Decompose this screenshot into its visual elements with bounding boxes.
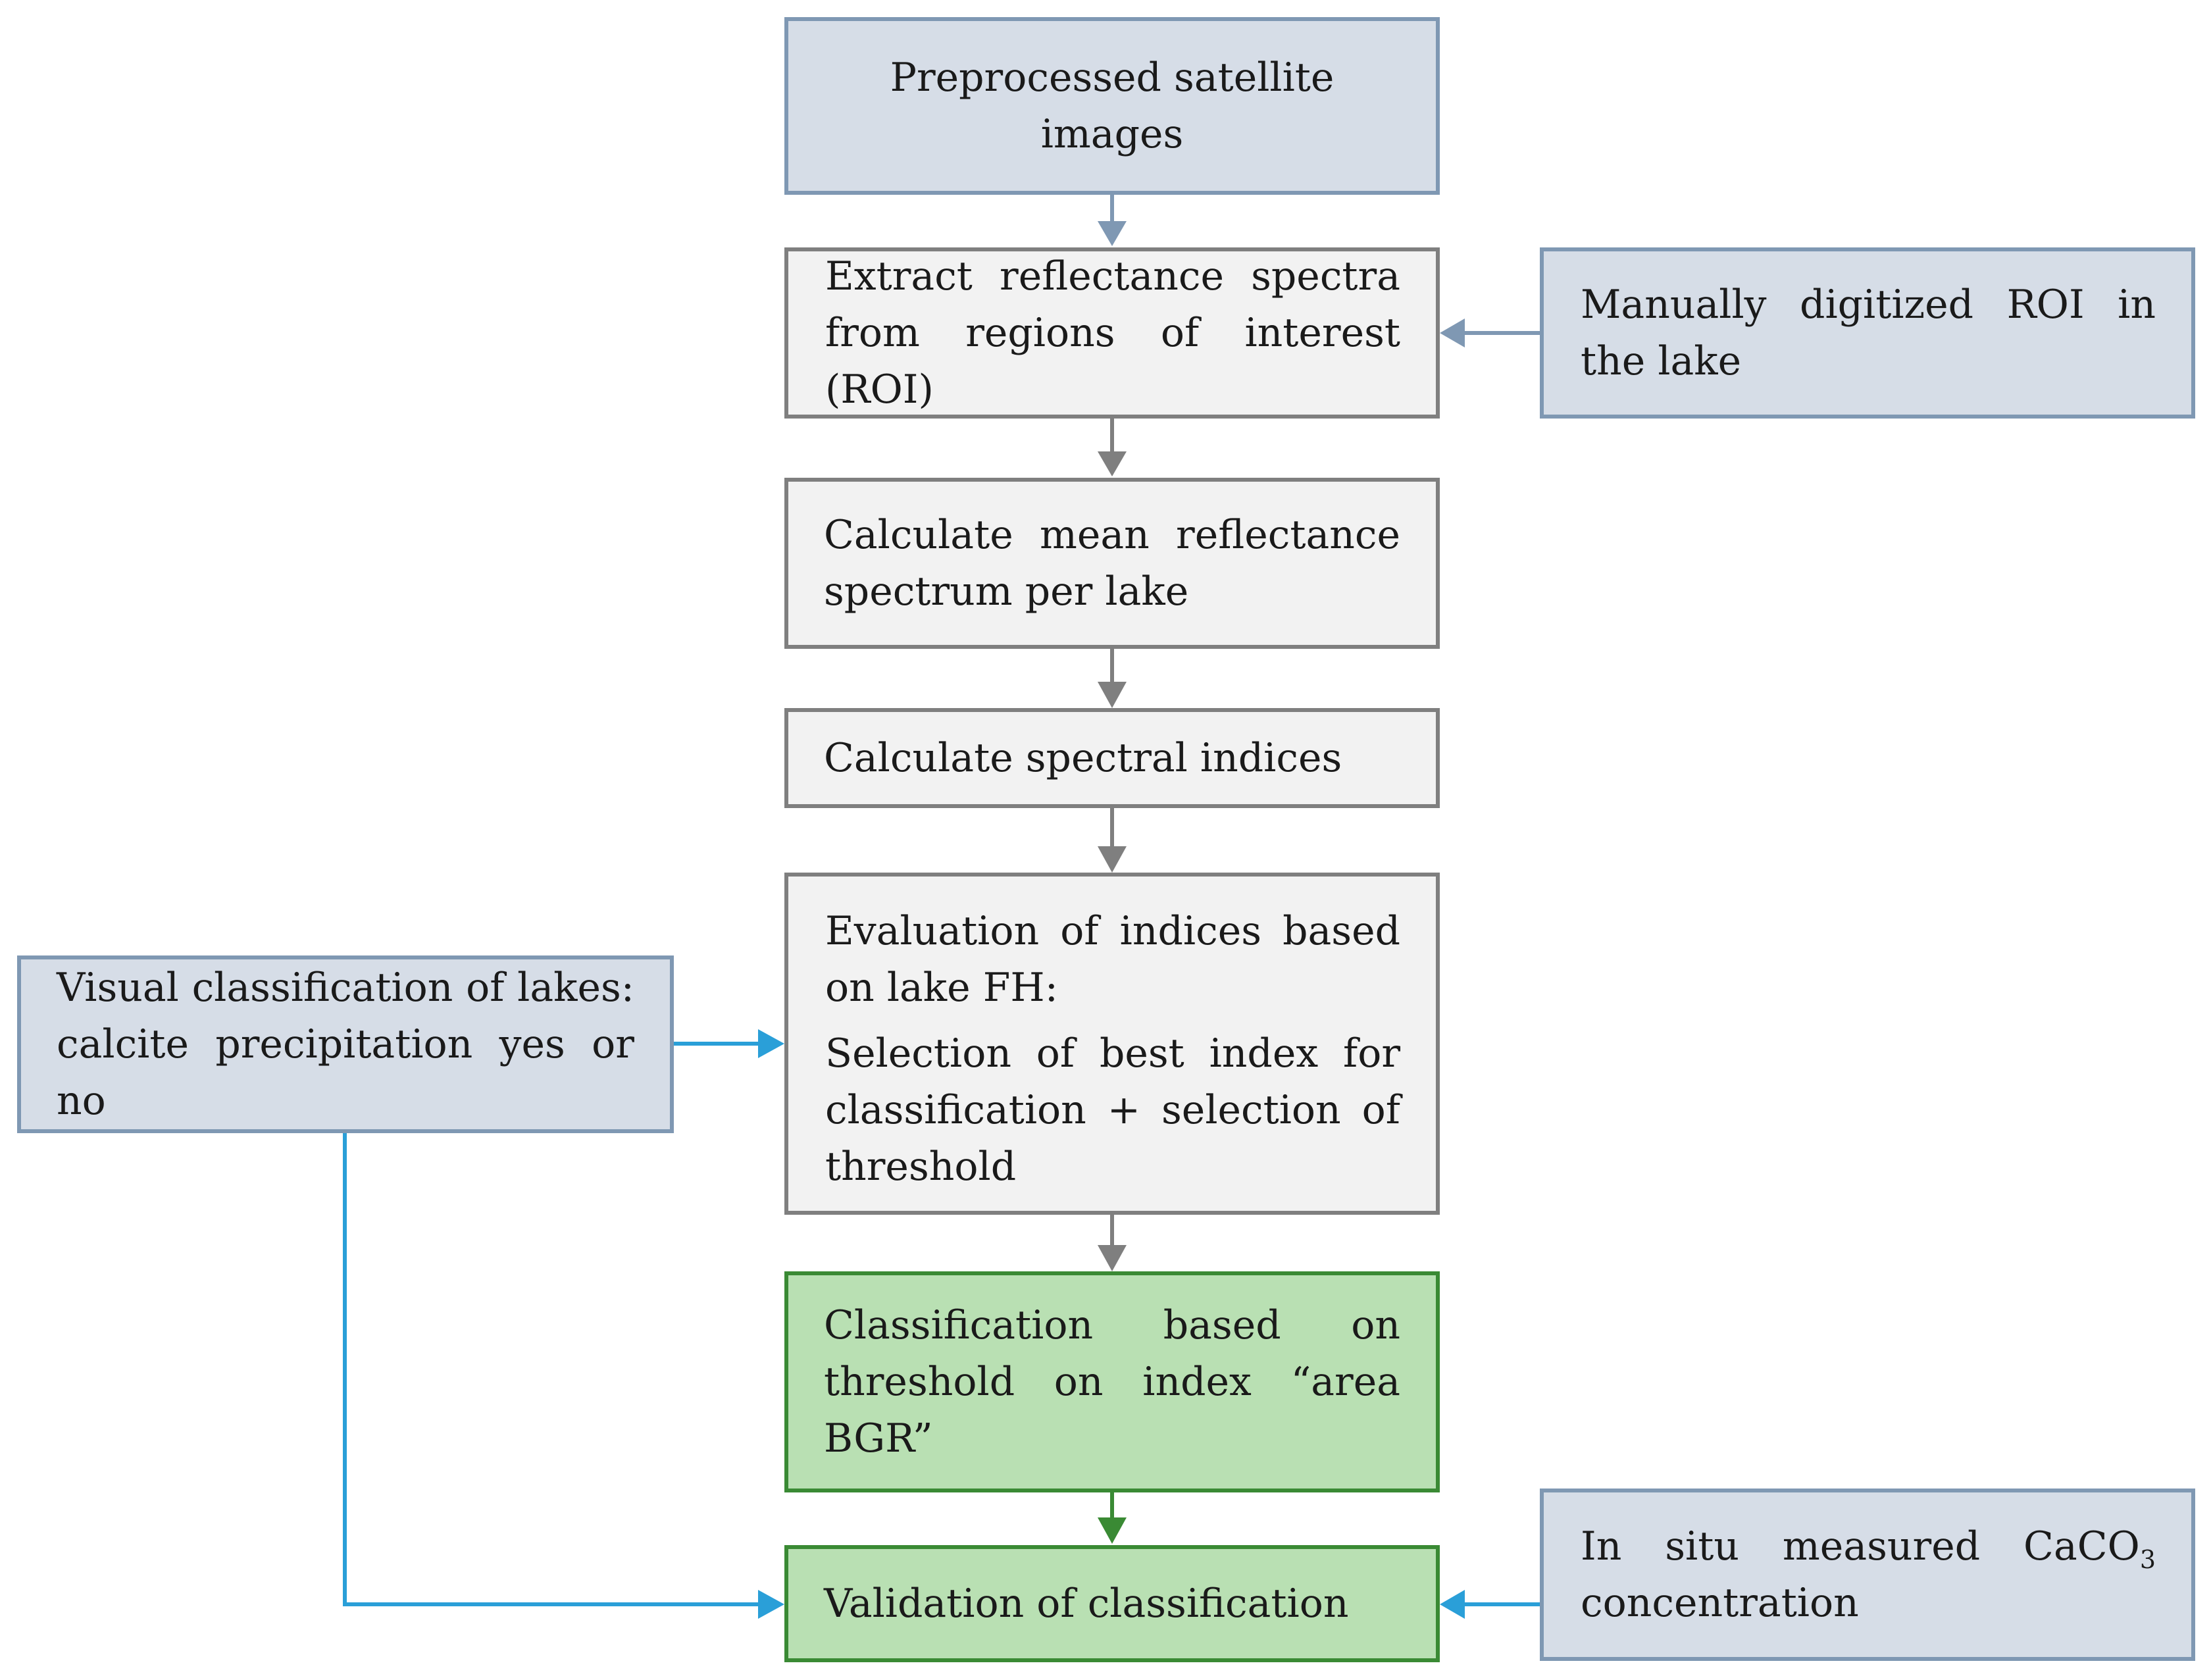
node-extract-spectra-label: Extract reflectance spectra from regions… — [825, 253, 1400, 413]
node-validation-label: Validation of classification — [824, 1581, 1349, 1627]
node-in-situ-prefix: In situ measured CaCO — [1581, 1523, 2140, 1569]
node-evaluation-line1: Evaluation of indices based on lake FH: — [825, 908, 1400, 1011]
arrow-insitu-to-validation — [1440, 1590, 1540, 1619]
node-visual-classification-label: Visual classification of lakes: calcite … — [57, 965, 634, 1124]
node-in-situ: In situ measured CaCO3 concentration — [1540, 1489, 2195, 1661]
node-preprocessed-images-label: Preprocessed satellite images — [890, 55, 1334, 157]
node-mean-spectrum-label: Calculate mean reflectance spectrum per … — [824, 512, 1400, 615]
arrow-extract-to-mean — [1098, 419, 1127, 476]
node-preprocessed-images: Preprocessed satellite images — [784, 17, 1440, 195]
node-in-situ-suffix: concentration — [1581, 1580, 1859, 1626]
node-validation: Validation of classification — [784, 1545, 1440, 1662]
node-spectral-indices: Calculate spectral indices — [784, 708, 1440, 808]
node-extract-spectra: Extract reflectance spectra from regions… — [784, 247, 1440, 419]
arrow-visual-to-evaluation — [674, 1029, 784, 1058]
arrow-evaluation-to-classification — [1098, 1215, 1127, 1271]
node-in-situ-label: In situ measured CaCO3 concentration — [1581, 1518, 2156, 1631]
arrow-classification-to-validation — [1098, 1492, 1127, 1544]
node-mean-spectrum: Calculate mean reflectance spectrum per … — [784, 478, 1440, 649]
node-spectral-indices-label: Calculate spectral indices — [824, 735, 1342, 781]
node-classification: Classification based on threshold on ind… — [784, 1271, 1440, 1492]
arrow-preprocessed-to-extract — [1098, 195, 1127, 246]
node-classification-label: Classification based on threshold on ind… — [824, 1302, 1400, 1462]
node-evaluation-line2: Selection of best index for classificati… — [825, 1031, 1400, 1190]
node-manual-roi: Manually digitized ROI in the lake — [1540, 247, 2195, 419]
node-visual-classification: Visual classification of lakes: calcite … — [17, 955, 674, 1133]
node-in-situ-subscript: 3 — [2139, 1545, 2156, 1574]
arrow-manual-roi-to-extract — [1440, 318, 1540, 347]
arrow-mean-to-indices — [1098, 649, 1127, 708]
node-manual-roi-label: Manually digitized ROI in the lake — [1581, 282, 2156, 384]
arrow-visual-to-validation — [343, 1133, 784, 1619]
arrow-indices-to-evaluation — [1098, 808, 1127, 873]
node-evaluation: Evaluation of indices based on lake FH: … — [784, 873, 1440, 1215]
